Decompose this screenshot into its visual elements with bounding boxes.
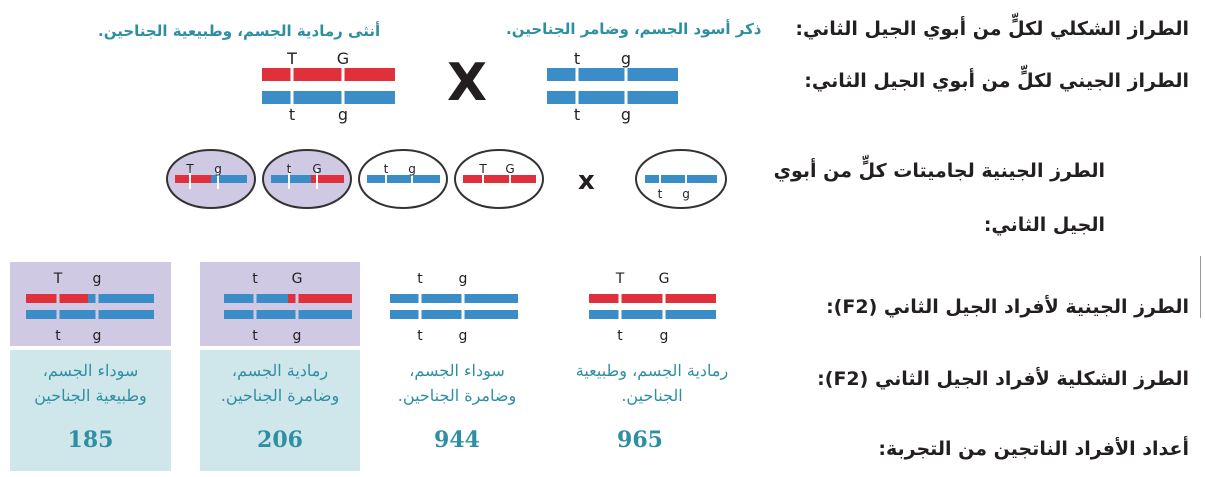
female-parent-chromosomes: T G t g: [262, 49, 395, 124]
gamete-4-allele-1: T: [478, 162, 487, 176]
f2-phenotype-1: سوداء الجسم، وطبيعية الجناحين: [10, 358, 171, 408]
gamete-3-allele-1: t: [384, 162, 389, 176]
parent-cross-symbol: X: [447, 53, 488, 113]
male-top-chromosome: [547, 68, 678, 81]
f2-phenotype-4-line1: رمادية الجسم، وطبيعية: [575, 361, 729, 380]
f2-phenotype-4-line2: الجناحين.: [621, 386, 683, 405]
female-top-chromosome: [262, 68, 395, 81]
female-bottom-allele-1: t: [289, 105, 295, 124]
gamete-2-chromosome: t G: [271, 162, 344, 189]
f2-3-top-allele-1: t: [417, 271, 423, 287]
f2-phenotype-1-line1: سوداء الجسم،: [42, 361, 139, 380]
gamete-2-allele-1: t: [287, 162, 292, 176]
label-parents-genotype: الطراز الجيني لكلٍّ من أبوي الجيل الثاني…: [804, 70, 1189, 92]
male-gamete-allele-2: g: [682, 187, 690, 201]
f2-3-bottom-allele-2: g: [459, 328, 468, 344]
f2-phenotype-box-1: [10, 350, 171, 471]
label-gametes-line2: الجيل الثاني:: [983, 214, 1105, 236]
f2-4-top-allele-2: G: [659, 271, 670, 287]
f2-count-4: 965: [617, 427, 663, 453]
gamete-ellipse-2: [262, 149, 352, 209]
gamete-1-allele-2: g: [214, 162, 222, 176]
f2-phenotype-3-line1: سوداء الجسم،: [409, 361, 505, 380]
label-parents-phenotype: الطراز الشكلي لكلٍّ من أبوي الجيل الثاني…: [795, 18, 1189, 40]
gamete-ellipse-1: [166, 149, 256, 209]
gamete-2-allele-2: G: [312, 162, 321, 176]
female-top-allele-1: T: [286, 49, 297, 68]
f2-phenotype-box-2: [200, 350, 360, 471]
f2-phenotype-3-line2: وضامرة الجناحين.: [397, 386, 517, 405]
male-parent-description: ذكر أسود الجسم، وضامر الجناحين.: [506, 20, 762, 38]
f2-phenotype-2-line1: رمادية الجسم،: [231, 361, 329, 380]
f2-count-2: 206: [257, 427, 303, 453]
gamete-cross-symbol: x: [578, 166, 595, 196]
label-f2-genotypes: الطرز الجينية لأفراد الجيل الثاني (F2):: [826, 296, 1189, 318]
f2-4-top-allele-1: T: [615, 271, 625, 287]
gamete-ellipse-4: [454, 149, 544, 209]
gamete-ellipse-3: [358, 149, 448, 209]
f2-3-bottom-allele-1: t: [417, 328, 423, 344]
f2-phenotype-3: سوداء الجسم، وضامرة الجناحين.: [382, 358, 532, 408]
f2-phenotype-1-line2: وطبيعية الجناحين: [34, 386, 147, 405]
female-parent-description: أنثى رمادية الجسم، وطبيعية الجناحين.: [98, 22, 381, 40]
f2-phenotype-4: رمادية الجسم، وطبيعية الجناحين.: [552, 358, 752, 408]
female-bottom-chromosome: [262, 91, 395, 104]
male-bottom-chromosome: [547, 91, 678, 104]
right-edge-line: [1200, 256, 1201, 318]
f2-phenotype-2-line2: وضامرة الجناحين.: [220, 386, 340, 405]
f2-genotype-4-chromosomes: T G t g: [589, 271, 716, 344]
male-top-allele-1: t: [574, 49, 580, 68]
gamete-3-allele-2: g: [408, 162, 416, 176]
male-bottom-allele-1: t: [574, 105, 580, 124]
gamete-3-chromosome: t g: [367, 162, 440, 189]
gamete-4-allele-2: G: [505, 162, 514, 176]
f2-phenotype-2: رمادية الجسم، وضامرة الجناحين.: [200, 358, 360, 408]
f2-genotype-box-2: [200, 262, 360, 346]
f2-genotype-3-chromosomes: t g t g: [390, 271, 518, 344]
gamete-1-chromosome: T g: [175, 162, 247, 189]
f2-4-bottom-allele-2: g: [660, 328, 669, 344]
female-top-allele-2: G: [337, 49, 349, 68]
label-offspring-counts: أعداد الأفراد الناتجين من التجربة:: [878, 438, 1189, 460]
f2-count-1: 185: [67, 427, 114, 453]
male-gamete-allele-1: t: [658, 187, 663, 201]
f2-4-bottom-allele-1: t: [617, 328, 623, 344]
male-bottom-allele-2: g: [621, 105, 631, 124]
f2-count-3: 944: [434, 427, 480, 453]
f2-3-top-allele-2: g: [459, 271, 468, 287]
male-top-allele-2: g: [621, 49, 631, 68]
label-gametes-line1: الطرز الجينية لجاميتات كلٍّ من أبوي: [773, 160, 1105, 182]
gamete-4-chromosome: T G: [463, 162, 536, 189]
male-gamete-chromosome: t g: [645, 171, 717, 201]
f2-genotype-box-1: [10, 262, 171, 346]
gamete-1-allele-1: T: [185, 162, 194, 176]
male-gamete-ellipse: [635, 149, 727, 209]
female-bottom-allele-2: g: [338, 105, 348, 124]
male-parent-chromosomes: t g t g: [547, 49, 678, 124]
label-f2-phenotypes: الطرز الشكلية لأفراد الجيل الثاني (F2):: [817, 368, 1189, 390]
